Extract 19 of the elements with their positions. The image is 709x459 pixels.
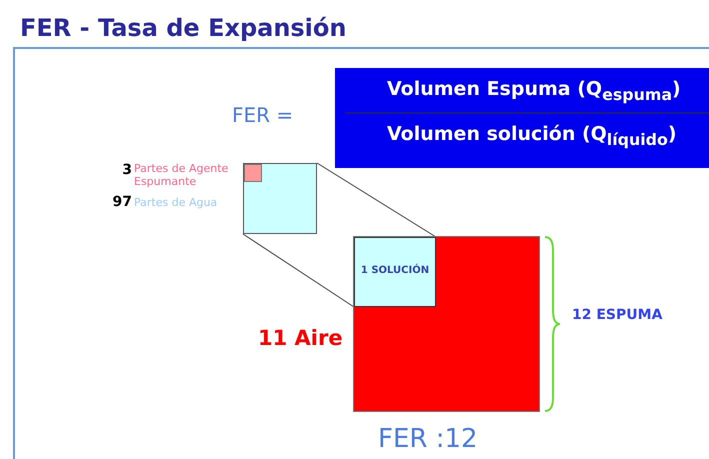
component-label: Partes de Agua bbox=[134, 196, 218, 209]
solution-square bbox=[354, 237, 436, 307]
formula-label: FER = bbox=[232, 103, 294, 127]
foam-square bbox=[353, 236, 540, 412]
volume-label: 12 ESPUMA bbox=[572, 307, 662, 323]
mixture-square bbox=[243, 163, 317, 234]
volume-label: 11 Aire bbox=[258, 326, 343, 350]
quantity-number: 3 bbox=[121, 162, 132, 178]
formula-text: Volumen Espuma (Q$_{espuma}$) bbox=[387, 77, 681, 106]
connector-line bbox=[316, 162, 436, 238]
quantity-number: 97 bbox=[112, 194, 132, 210]
formula-text: Volumen solución (Q$_{líquido}$) bbox=[387, 122, 677, 151]
result-label: FER :12 bbox=[378, 424, 478, 454]
title: FER - Tasa de Expansión bbox=[20, 14, 346, 42]
formula-panel bbox=[335, 68, 709, 168]
connector-line bbox=[242, 234, 354, 308]
square-label: 1 SOLUCIÓN bbox=[360, 265, 430, 276]
foam-agent-square bbox=[244, 164, 262, 182]
component-label: Partes de Agente Espumante bbox=[134, 162, 230, 188]
